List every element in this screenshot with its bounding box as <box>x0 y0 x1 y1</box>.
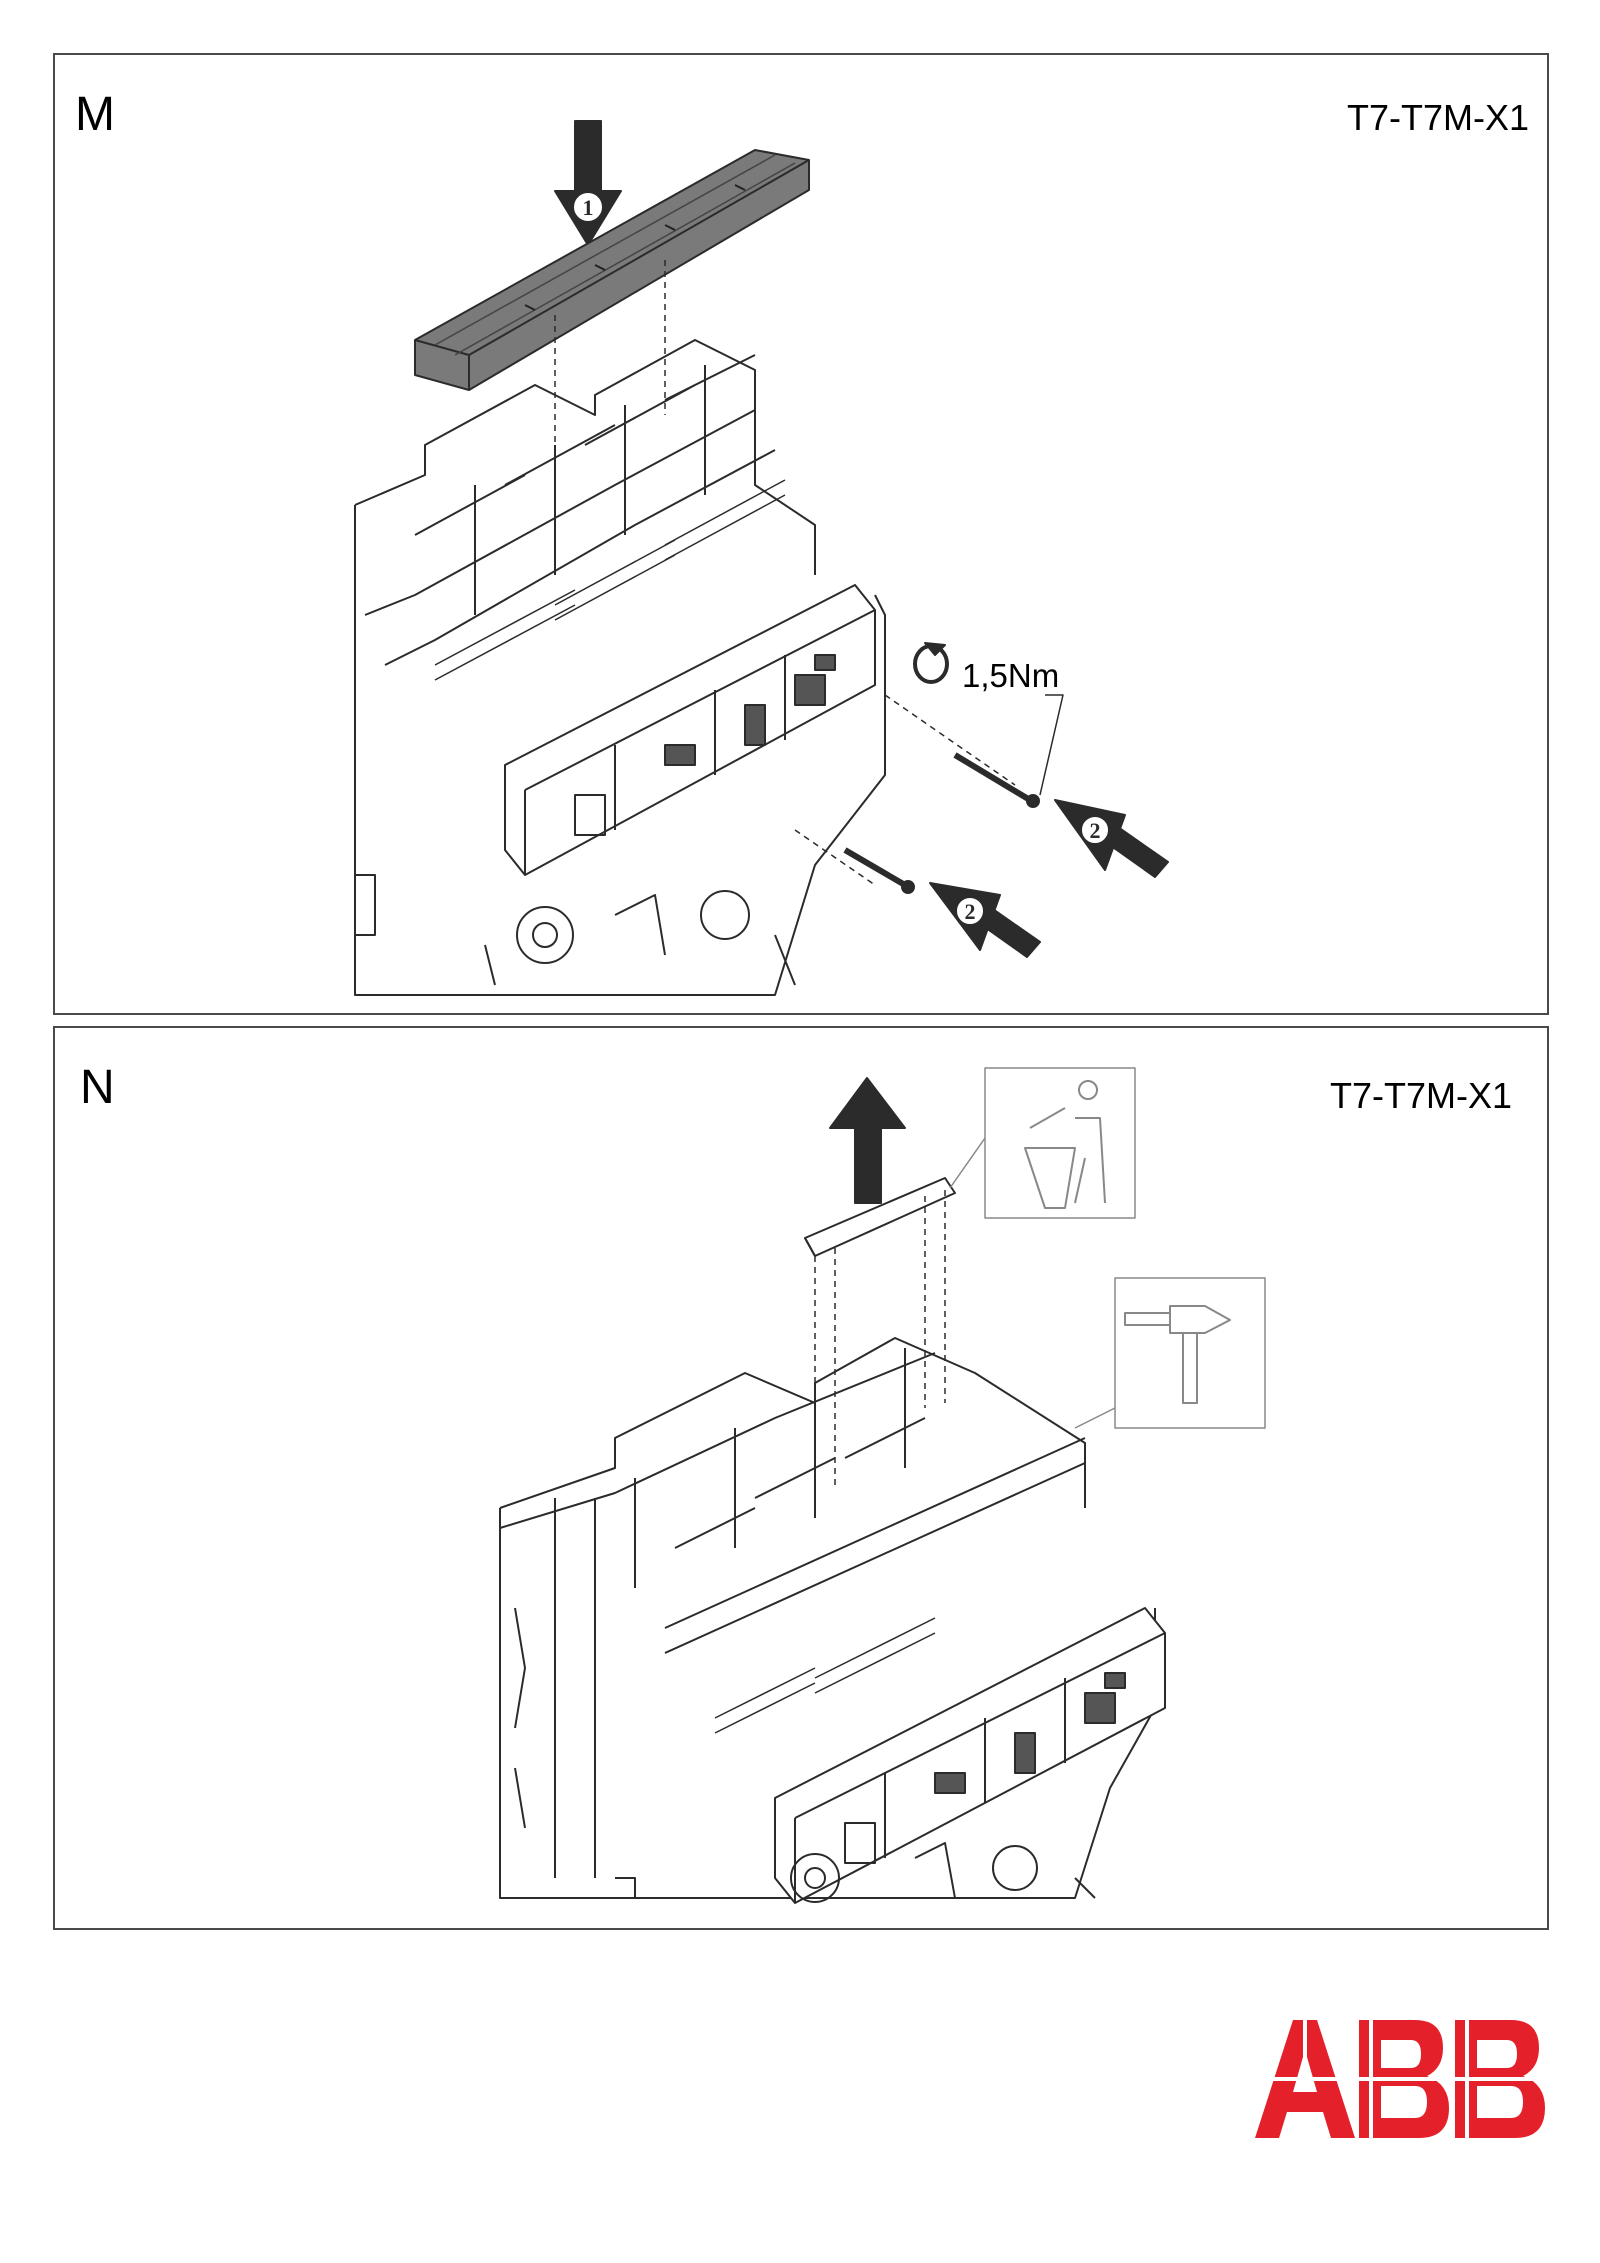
abb-logo <box>1255 2020 1550 2138</box>
terminal-cover-icon <box>414 149 810 391</box>
push-arrow-icon: 2 <box>929 882 1041 958</box>
step-letter: M <box>75 88 115 141</box>
model-code: T7-T7M-X1 <box>1329 1075 1512 1116</box>
screw-icon <box>843 752 1040 894</box>
step-n-panel: N T7-T7M-X1 <box>53 1026 1549 1930</box>
callout-1: 1 <box>583 195 594 220</box>
step-m-panel: M T7-T7M-X1 1,5Nm 1 <box>53 53 1549 1015</box>
torque-rotation-icon <box>913 642 949 684</box>
circuit-breaker-icon <box>499 1337 1166 1904</box>
dispose-bin-icon <box>949 1067 1136 1219</box>
svg-text:2: 2 <box>1090 818 1101 843</box>
down-arrow-icon: 1 <box>554 120 622 246</box>
circuit-breaker-icon <box>354 339 886 996</box>
step-letter: N <box>80 1061 115 1114</box>
svg-text:2: 2 <box>965 899 976 924</box>
hammer-icon <box>1074 1277 1266 1429</box>
step-m-illustration: 1 <box>354 120 1169 996</box>
push-arrow-icon: 2 <box>1054 799 1169 878</box>
up-arrow-icon <box>829 1077 906 1204</box>
step-n-illustration <box>499 1067 1266 1904</box>
torque-value: 1,5Nm <box>962 657 1060 694</box>
model-code: T7-T7M-X1 <box>1346 97 1529 138</box>
